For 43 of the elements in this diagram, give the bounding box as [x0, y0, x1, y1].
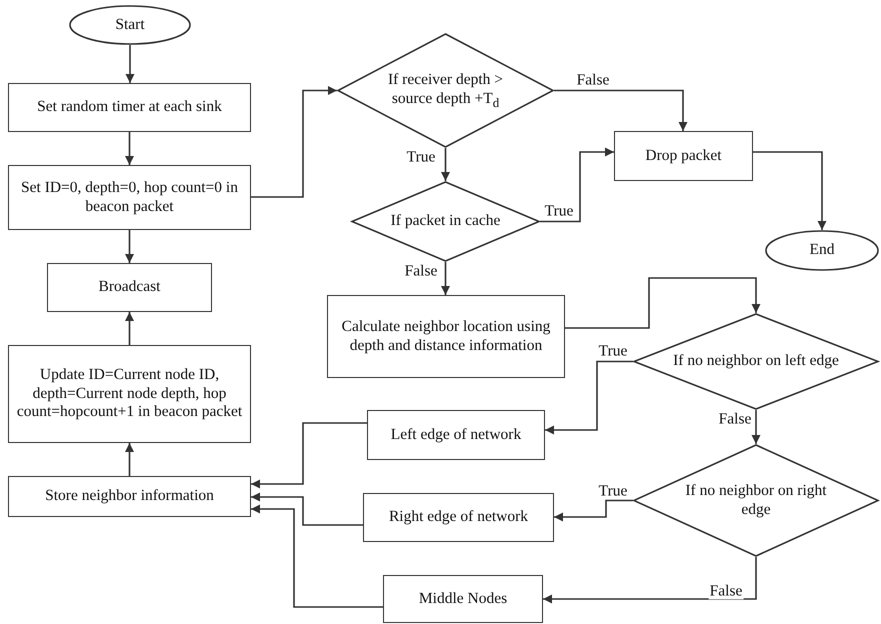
arrow [554, 90, 688, 131]
decision-diamond: If no neighbor on right edge [633, 444, 879, 557]
process-box: Broadcast [47, 263, 212, 312]
edge-label: False [718, 411, 752, 427]
arrow [125, 132, 134, 165]
edge-label: True [406, 149, 436, 165]
edge-label: False [576, 72, 610, 88]
arrow [545, 360, 633, 434]
arrow [543, 557, 757, 604]
decision-diamond: If receiver depth > source depth +T$_{d}$ [337, 33, 554, 148]
arrow [251, 492, 363, 526]
edge-label: True [598, 483, 628, 499]
process-box: Drop packet [614, 131, 753, 181]
decision-diamond: If no neighbor on left edge [633, 313, 879, 410]
process-box: Set ID=0, depth=0, hop count=0 in beacon packet [8, 165, 251, 230]
process-box: Store neighbor information [8, 476, 251, 517]
arrow [125, 443, 134, 476]
process-box: Right edge of network [363, 493, 554, 542]
arrow [753, 151, 826, 230]
process-box: Left edge of network [367, 410, 545, 460]
edge-label: False [708, 583, 744, 599]
arrow [554, 500, 633, 522]
process-box: Calculate neighbor location using depth and distance information [327, 295, 565, 378]
arrow [441, 148, 450, 181]
process-box: Set random timer at each sink [8, 83, 251, 132]
arrow [251, 422, 367, 488]
edge-label: True [544, 203, 574, 219]
arrow [540, 148, 614, 222]
arrow [251, 86, 337, 198]
process-box: Middle Nodes [383, 575, 543, 623]
arrow [251, 504, 383, 608]
arrow [125, 230, 134, 263]
terminal-ellipse: End [765, 230, 879, 271]
edge-label: True [598, 343, 628, 359]
edge-label: False [404, 263, 438, 279]
terminal-ellipse: Start [69, 5, 191, 45]
arrow [752, 410, 760, 444]
arrow [126, 45, 134, 83]
process-box: Update ID=Current node ID, depth=Current node depth, hop count=hopcount+1 in beacon packet [8, 345, 251, 443]
arrow [565, 277, 760, 329]
arrow [125, 312, 134, 345]
arrow [441, 262, 450, 295]
decision-diamond: If packet in cache [351, 181, 540, 262]
